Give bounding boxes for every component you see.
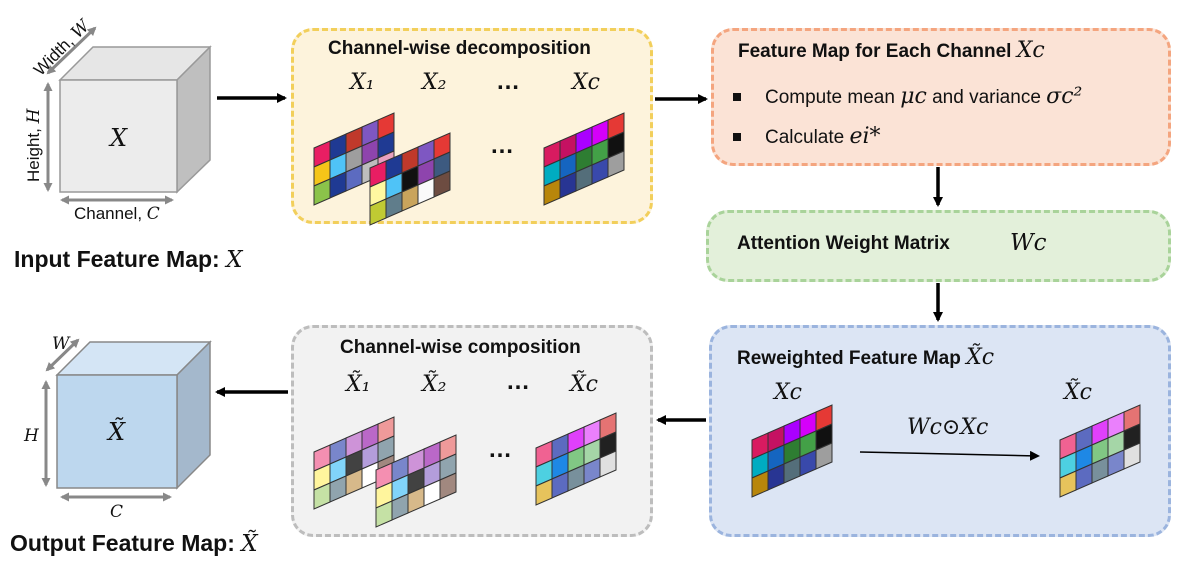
attention-title: Attention Weight Matrix (737, 233, 950, 254)
composition-grid-x2 (375, 434, 457, 528)
reweighted-input-label: Xc (774, 380, 802, 405)
output-channel-label: C (110, 502, 124, 522)
output-cube-label: X̃ (108, 418, 126, 446)
output-width-label: W (52, 334, 70, 354)
feature-map-panel (711, 28, 1171, 166)
decomposition-label-1: X₁ (350, 70, 375, 95)
attention-panel (706, 210, 1171, 282)
composition-label-1: X̃₁ (346, 372, 371, 397)
weighting-operation-label: Wc⊙Xc (907, 415, 989, 440)
input-cube-label: X (110, 124, 128, 152)
output-height-label: H (24, 426, 39, 446)
bullet-marker-1 (733, 93, 741, 101)
composition-grid-xc (535, 412, 617, 506)
reweighted-title: Reweighted Feature Map X̃c (737, 345, 995, 370)
bullet-calculate: Calculate ei* (765, 124, 881, 149)
output-cube (55, 340, 212, 490)
decomposition-grid-xc (543, 112, 625, 206)
decomposition-grid-x1 (313, 112, 395, 206)
decomposition-dots-mid: … (490, 132, 515, 159)
arrow-weighting-operation (859, 450, 1040, 461)
input-channel-label: Channel, C (74, 204, 160, 224)
input-width-arrow (46, 26, 97, 75)
decomposition-panel (291, 28, 653, 224)
input-height-label: Height, H (24, 108, 44, 182)
composition-label-2: X̃₂ (422, 372, 447, 397)
attention-var: Wc (1010, 230, 1047, 256)
decomposition-title: Channel-wise decomposition (328, 38, 591, 59)
input-caption: Input Feature Map: X (14, 246, 243, 273)
composition-grid-x1 (313, 416, 395, 510)
decomposition-label-2: X₂ (422, 70, 447, 95)
reweighted-output-label: X̃c (1064, 380, 1092, 405)
decomposition-label-c: Xc (572, 70, 600, 95)
reweighted-grid-input (751, 404, 833, 498)
bullet-marker-2 (733, 133, 741, 141)
output-caption: Output Feature Map: X̃ (10, 530, 258, 557)
composition-dots-top: … (506, 368, 531, 395)
composition-label-c: X̃c (570, 372, 598, 397)
reweighted-grid-output (1059, 404, 1141, 498)
input-cube (58, 45, 212, 194)
feature-map-title: Feature Map for Each Channel Xc (738, 38, 1045, 63)
composition-title: Channel-wise composition (340, 337, 581, 358)
composition-dots-mid: … (488, 436, 513, 463)
decomposition-grid-x2 (369, 132, 451, 226)
bullet-mean-variance: Compute mean μc and variance σc² (765, 84, 1083, 109)
decomposition-dots-top: … (496, 68, 521, 95)
output-width-arrow (45, 338, 80, 372)
